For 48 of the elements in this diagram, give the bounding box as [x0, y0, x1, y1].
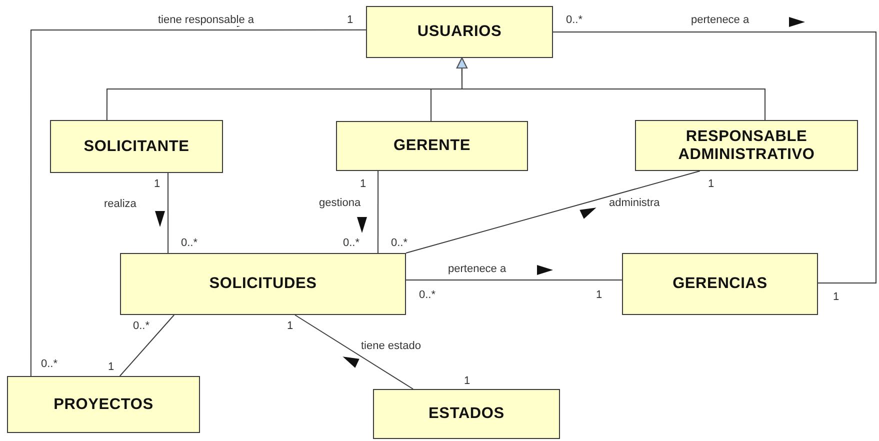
association-line: [119, 314, 175, 376]
association-line: [30, 29, 366, 376]
multiplicity-label: 1: [286, 321, 294, 332]
multiplicity-label: 1: [832, 292, 840, 303]
multiplicity-label: 1: [595, 290, 604, 301]
multiplicity-label: 0..*: [342, 238, 361, 249]
class-box: [635, 120, 858, 171]
association-line: [406, 279, 622, 280]
multiplicity-label: 1: [107, 362, 116, 373]
edge-label: realiza: [103, 199, 138, 210]
multiplicity-label: 0..*: [132, 321, 151, 332]
edge-label: pertenece a: [447, 264, 508, 275]
edge-label: tiene estado: [360, 341, 422, 352]
class-name: SOLICITUDES: [209, 275, 317, 293]
class-name: RESPONSABLE ADMINISTRATIVO: [677, 128, 816, 164]
edge-label: gestiona: [318, 198, 362, 209]
inheritance-arrow: [456, 58, 766, 120]
class-box: [373, 389, 560, 439]
class-name: USUARIOS: [417, 23, 502, 41]
association-line: [167, 172, 169, 254]
multiplicity-label: 0..*: [40, 359, 59, 370]
association-line: [552, 32, 876, 284]
association-line: [294, 314, 414, 390]
class-box: [336, 121, 528, 171]
class-name: ESTADOS: [428, 405, 504, 423]
class-name: PROYECTOS: [54, 396, 154, 414]
multiplicity-label: 1: [359, 179, 368, 190]
edge-label: pertenece a: [690, 15, 750, 26]
class-box: [50, 120, 223, 173]
edge-label: administra: [608, 198, 661, 209]
multiplicity-label: 1: [346, 15, 354, 26]
edge-label: tiene responsable a: [157, 15, 256, 26]
class-box: [622, 253, 818, 315]
class-box: [7, 376, 200, 433]
association-line: [406, 170, 700, 254]
multiplicity-label: 0..*: [418, 290, 437, 301]
multiplicity-label: 1: [463, 376, 472, 387]
class-name: SOLICITANTE: [84, 138, 190, 156]
multiplicity-label: 1: [707, 179, 716, 190]
multiplicity-label: 0..*: [390, 238, 409, 249]
class-box: [120, 253, 406, 315]
class-box: [366, 6, 553, 58]
multiplicity-label: 0..*: [565, 15, 584, 26]
multiplicity-label: 1: [153, 179, 162, 190]
association-line: [377, 170, 379, 254]
class-name: GERENCIAS: [672, 275, 768, 293]
multiplicity-label: 0..*: [180, 238, 199, 249]
class-name: GERENTE: [393, 137, 471, 155]
